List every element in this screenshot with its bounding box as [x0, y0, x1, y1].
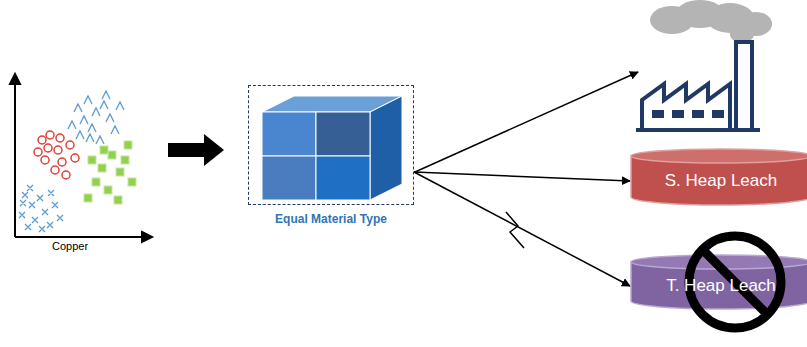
block-arrow [168, 134, 224, 166]
scatter-triangles [68, 91, 124, 144]
cube-illustration [262, 96, 402, 200]
scatter-crosses [19, 185, 63, 232]
smoke-cloud [650, 0, 772, 43]
flow-arrow [414, 172, 630, 286]
break-mark [506, 212, 524, 248]
scatter-circles [34, 131, 79, 179]
heap-leach-cylinder: S. Heap Leach [630, 148, 807, 206]
factory-windows [652, 110, 724, 118]
group-label: Equal Material Type [275, 212, 387, 226]
axis-label: Copper [52, 240, 88, 252]
scatter-squares [84, 141, 136, 204]
cylinder-label: T. Heap Leach [666, 276, 776, 296]
cylinder-label: S. Heap Leach [665, 171, 777, 191]
cylinder-top [631, 149, 807, 163]
scatter-axes [10, 74, 152, 242]
factory-icon [636, 42, 760, 130]
smelter-arrow [415, 72, 638, 172]
dashed-group-box: Equal Material Type [248, 85, 414, 205]
flow-arrow [414, 172, 630, 181]
